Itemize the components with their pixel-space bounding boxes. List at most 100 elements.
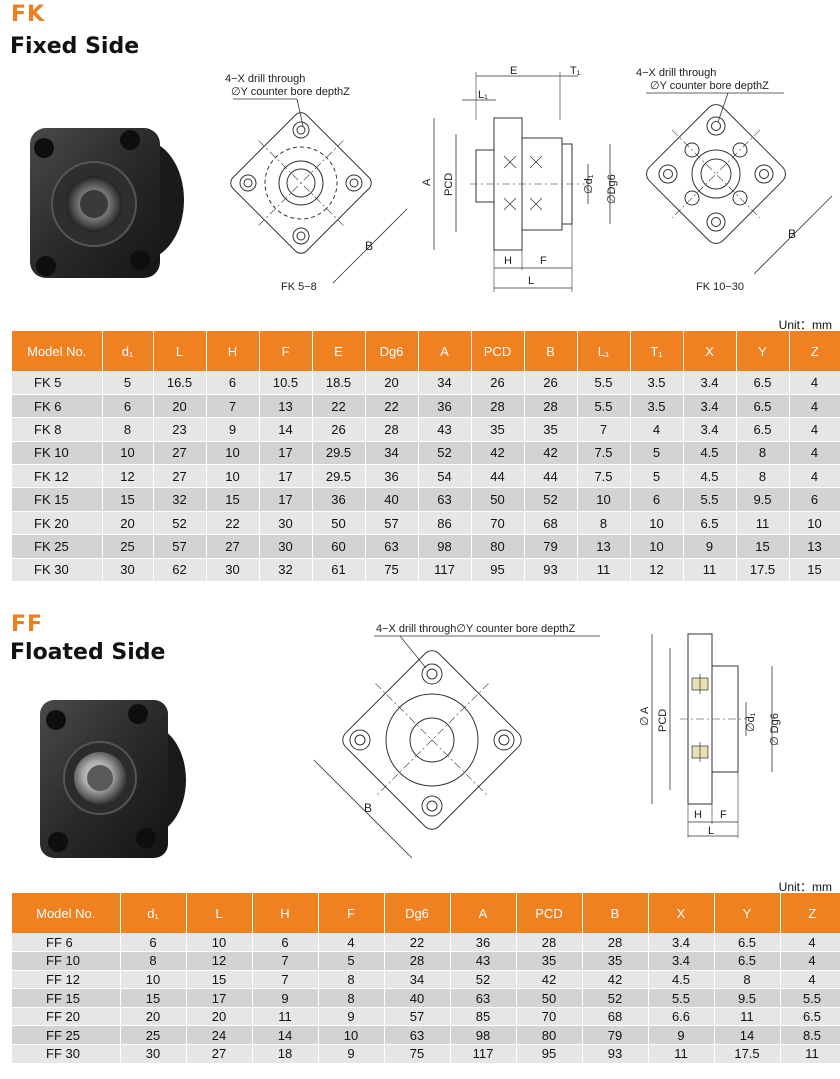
- table-cell: 8: [736, 441, 790, 466]
- table-cell: 15: [736, 534, 790, 559]
- table-cell: 10: [206, 464, 260, 489]
- table-cell: 10: [630, 534, 684, 559]
- table-cell: 29.5: [312, 441, 366, 466]
- table-cell: 35: [582, 951, 649, 971]
- table-cell: 12: [102, 464, 154, 489]
- ff-col-header: Y: [714, 893, 781, 933]
- model-cell: FF 15: [12, 988, 121, 1008]
- table-cell: 43: [450, 951, 517, 971]
- table-cell: 6.6: [648, 1007, 715, 1027]
- fk-note-right-line1: 4−X drill through: [636, 67, 716, 79]
- ff-dim-B: B: [364, 801, 372, 815]
- fk-note-right-line2: ∅Y counter bore depthZ: [650, 80, 769, 92]
- table-cell: 4: [630, 417, 684, 442]
- model-cell: FK 20: [12, 511, 103, 536]
- table-cell: 9.5: [736, 487, 790, 512]
- table-cell: 9: [318, 1044, 385, 1064]
- table-cell: 5: [630, 464, 684, 489]
- table-cell: 10: [186, 933, 253, 953]
- table-cell: 36: [365, 464, 419, 489]
- table-cell: 6.5: [736, 371, 790, 395]
- ff-dim-Dg6: ∅ Dg6: [769, 713, 781, 746]
- table-cell: 28: [365, 417, 419, 442]
- model-cell: FF 30: [12, 1044, 121, 1064]
- table-cell: 13: [789, 534, 840, 559]
- table-cell: 42: [582, 970, 649, 990]
- table-cell: 75: [365, 558, 419, 583]
- table-cell: 3.4: [648, 933, 715, 953]
- fk-dim-Dg6: ∅Dg6: [606, 174, 618, 204]
- table-cell: 8: [318, 988, 385, 1008]
- table-cell: 25: [120, 1025, 187, 1046]
- ff-col-header: X: [648, 893, 715, 933]
- table-cell: 5: [630, 441, 684, 466]
- ff-dim-d1: ∅d₁: [745, 712, 757, 732]
- model-cell: FK 25: [12, 534, 103, 559]
- table-cell: 6: [252, 933, 319, 953]
- ff-spec-table: Model No. d₁ L H F Dg6 A PCD B X Y Z FF …: [12, 893, 840, 1064]
- table-cell: 29.5: [312, 464, 366, 489]
- table-cell: 86: [418, 511, 472, 536]
- fk-col-header: Dg6: [365, 331, 419, 371]
- table-cell: 30: [259, 511, 313, 536]
- table-cell: 50: [471, 487, 525, 512]
- ff-note: 4−X drill through∅Y counter bore depthZ: [376, 623, 576, 635]
- table-cell: 6: [120, 933, 187, 953]
- table-cell: 52: [450, 970, 517, 990]
- table-cell: 4: [789, 464, 840, 489]
- fk-section-title: Fixed Side: [10, 34, 140, 59]
- table-cell: 5.5: [683, 487, 737, 512]
- table-cell: 6.5: [714, 933, 781, 953]
- fk-dim-B-right: B: [788, 227, 796, 241]
- table-cell: 6: [789, 487, 840, 512]
- table-cell: 27: [153, 464, 207, 489]
- table-cell: 8: [102, 417, 154, 442]
- table-cell: 10: [102, 441, 154, 466]
- table-cell: 36: [312, 487, 366, 512]
- fk-col-header: X: [683, 331, 737, 371]
- table-cell: 60: [312, 534, 366, 559]
- fk-note-left-line1: 4−X drill through: [225, 73, 305, 85]
- table-cell: 22: [384, 933, 451, 953]
- table-cell: 68: [582, 1007, 649, 1027]
- fk-section-code: FK: [11, 2, 46, 27]
- model-cell: FF 20: [12, 1007, 121, 1027]
- table-cell: 14: [252, 1025, 319, 1046]
- table-cell: 11: [648, 1044, 715, 1064]
- table-cell: 95: [516, 1044, 583, 1064]
- table-cell: 10: [577, 487, 631, 512]
- fk-front-view-drawing-small: 4−X drill through ∅Y counter bore depthZ…: [225, 73, 408, 293]
- fk-caption-left: FK 5−8: [281, 281, 317, 293]
- table-cell: 14: [714, 1025, 781, 1046]
- table-cell: 15: [120, 988, 187, 1008]
- table-cell: 42: [471, 441, 525, 466]
- table-cell: 5: [318, 951, 385, 971]
- table-cell: 32: [259, 558, 313, 583]
- ff-col-header: Model No.: [12, 893, 121, 933]
- model-cell: FK 10: [12, 441, 103, 466]
- table-cell: 98: [450, 1025, 517, 1046]
- fk-unit-label: Unit：mm: [778, 318, 832, 332]
- table-cell: 9.5: [714, 988, 781, 1008]
- table-cell: 40: [365, 487, 419, 512]
- table-cell: 5.5: [577, 394, 631, 419]
- table-cell: 6: [206, 371, 260, 395]
- table-cell: 20: [186, 1007, 253, 1027]
- table-cell: 26: [471, 371, 525, 395]
- table-cell: 3.5: [630, 394, 684, 419]
- table-cell: 24: [186, 1025, 253, 1046]
- table-cell: 63: [365, 534, 419, 559]
- table-cell: 27: [206, 534, 260, 559]
- fk-col-header: Y: [736, 331, 790, 371]
- table-cell: 22: [206, 511, 260, 536]
- table-cell: 7.5: [577, 441, 631, 466]
